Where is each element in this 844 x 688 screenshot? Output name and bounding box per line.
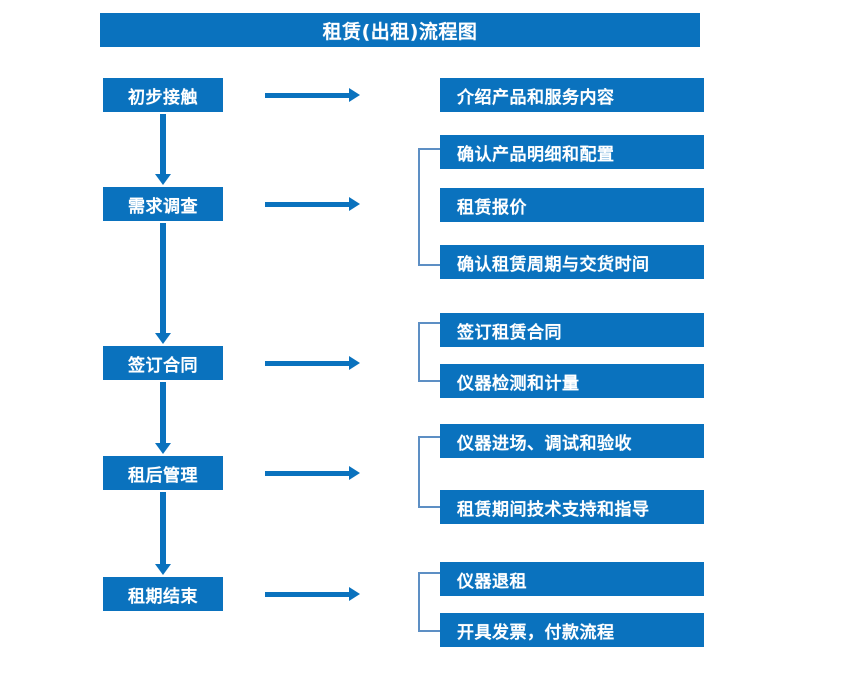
arrow-head: [155, 564, 171, 575]
right-arrow-3: [265, 466, 360, 480]
down-arrow-1: [155, 223, 171, 344]
arrow-shaft: [265, 93, 350, 98]
group-bracket-2: [418, 436, 440, 508]
detail-box-6[interactable]: 仪器进场、调试和验收: [440, 424, 704, 458]
right-arrow-4: [265, 587, 360, 601]
detail-box-2[interactable]: 租赁报价: [440, 188, 704, 222]
arrow-head: [155, 333, 171, 344]
arrow-head: [349, 197, 360, 211]
detail-box-1[interactable]: 确认产品明细和配置: [440, 135, 704, 169]
stage-box-1[interactable]: 需求调查: [103, 187, 223, 221]
arrow-head: [349, 466, 360, 480]
detail-box-3[interactable]: 确认租赁周期与交货时间: [440, 245, 704, 279]
group-bracket-3: [418, 572, 440, 632]
arrow-head: [349, 356, 360, 370]
detail-box-7[interactable]: 租赁期间技术支持和指导: [440, 490, 704, 524]
arrow-shaft: [265, 202, 350, 207]
group-bracket-0: [418, 148, 440, 266]
arrow-head: [155, 443, 171, 454]
right-arrow-1: [265, 197, 360, 211]
stage-box-0[interactable]: 初步接触: [103, 78, 223, 112]
down-arrow-0: [155, 114, 171, 185]
arrow-shaft: [160, 223, 166, 334]
stage-box-4[interactable]: 租期结束: [103, 577, 223, 611]
arrow-head: [155, 174, 171, 185]
down-arrow-2: [155, 382, 171, 454]
arrow-shaft: [265, 592, 350, 597]
arrow-shaft: [160, 114, 166, 175]
group-bracket-1: [418, 322, 440, 382]
arrow-shaft: [265, 471, 350, 476]
arrow-shaft: [265, 361, 350, 366]
detail-box-0[interactable]: 介绍产品和服务内容: [440, 78, 704, 112]
right-arrow-0: [265, 88, 360, 102]
arrow-head: [349, 88, 360, 102]
detail-box-8[interactable]: 仪器退租: [440, 562, 704, 596]
detail-box-9[interactable]: 开具发票，付款流程: [440, 613, 704, 647]
stage-box-3[interactable]: 租后管理: [103, 456, 223, 490]
right-arrow-2: [265, 356, 360, 370]
arrow-shaft: [160, 382, 166, 444]
stage-box-2[interactable]: 签订合同: [103, 346, 223, 380]
chart-title: 租赁(出租)流程图: [100, 13, 700, 47]
arrow-shaft: [160, 492, 166, 565]
arrow-head: [349, 587, 360, 601]
down-arrow-3: [155, 492, 171, 575]
detail-box-4[interactable]: 签订租赁合同: [440, 313, 704, 347]
detail-box-5[interactable]: 仪器检测和计量: [440, 364, 704, 398]
